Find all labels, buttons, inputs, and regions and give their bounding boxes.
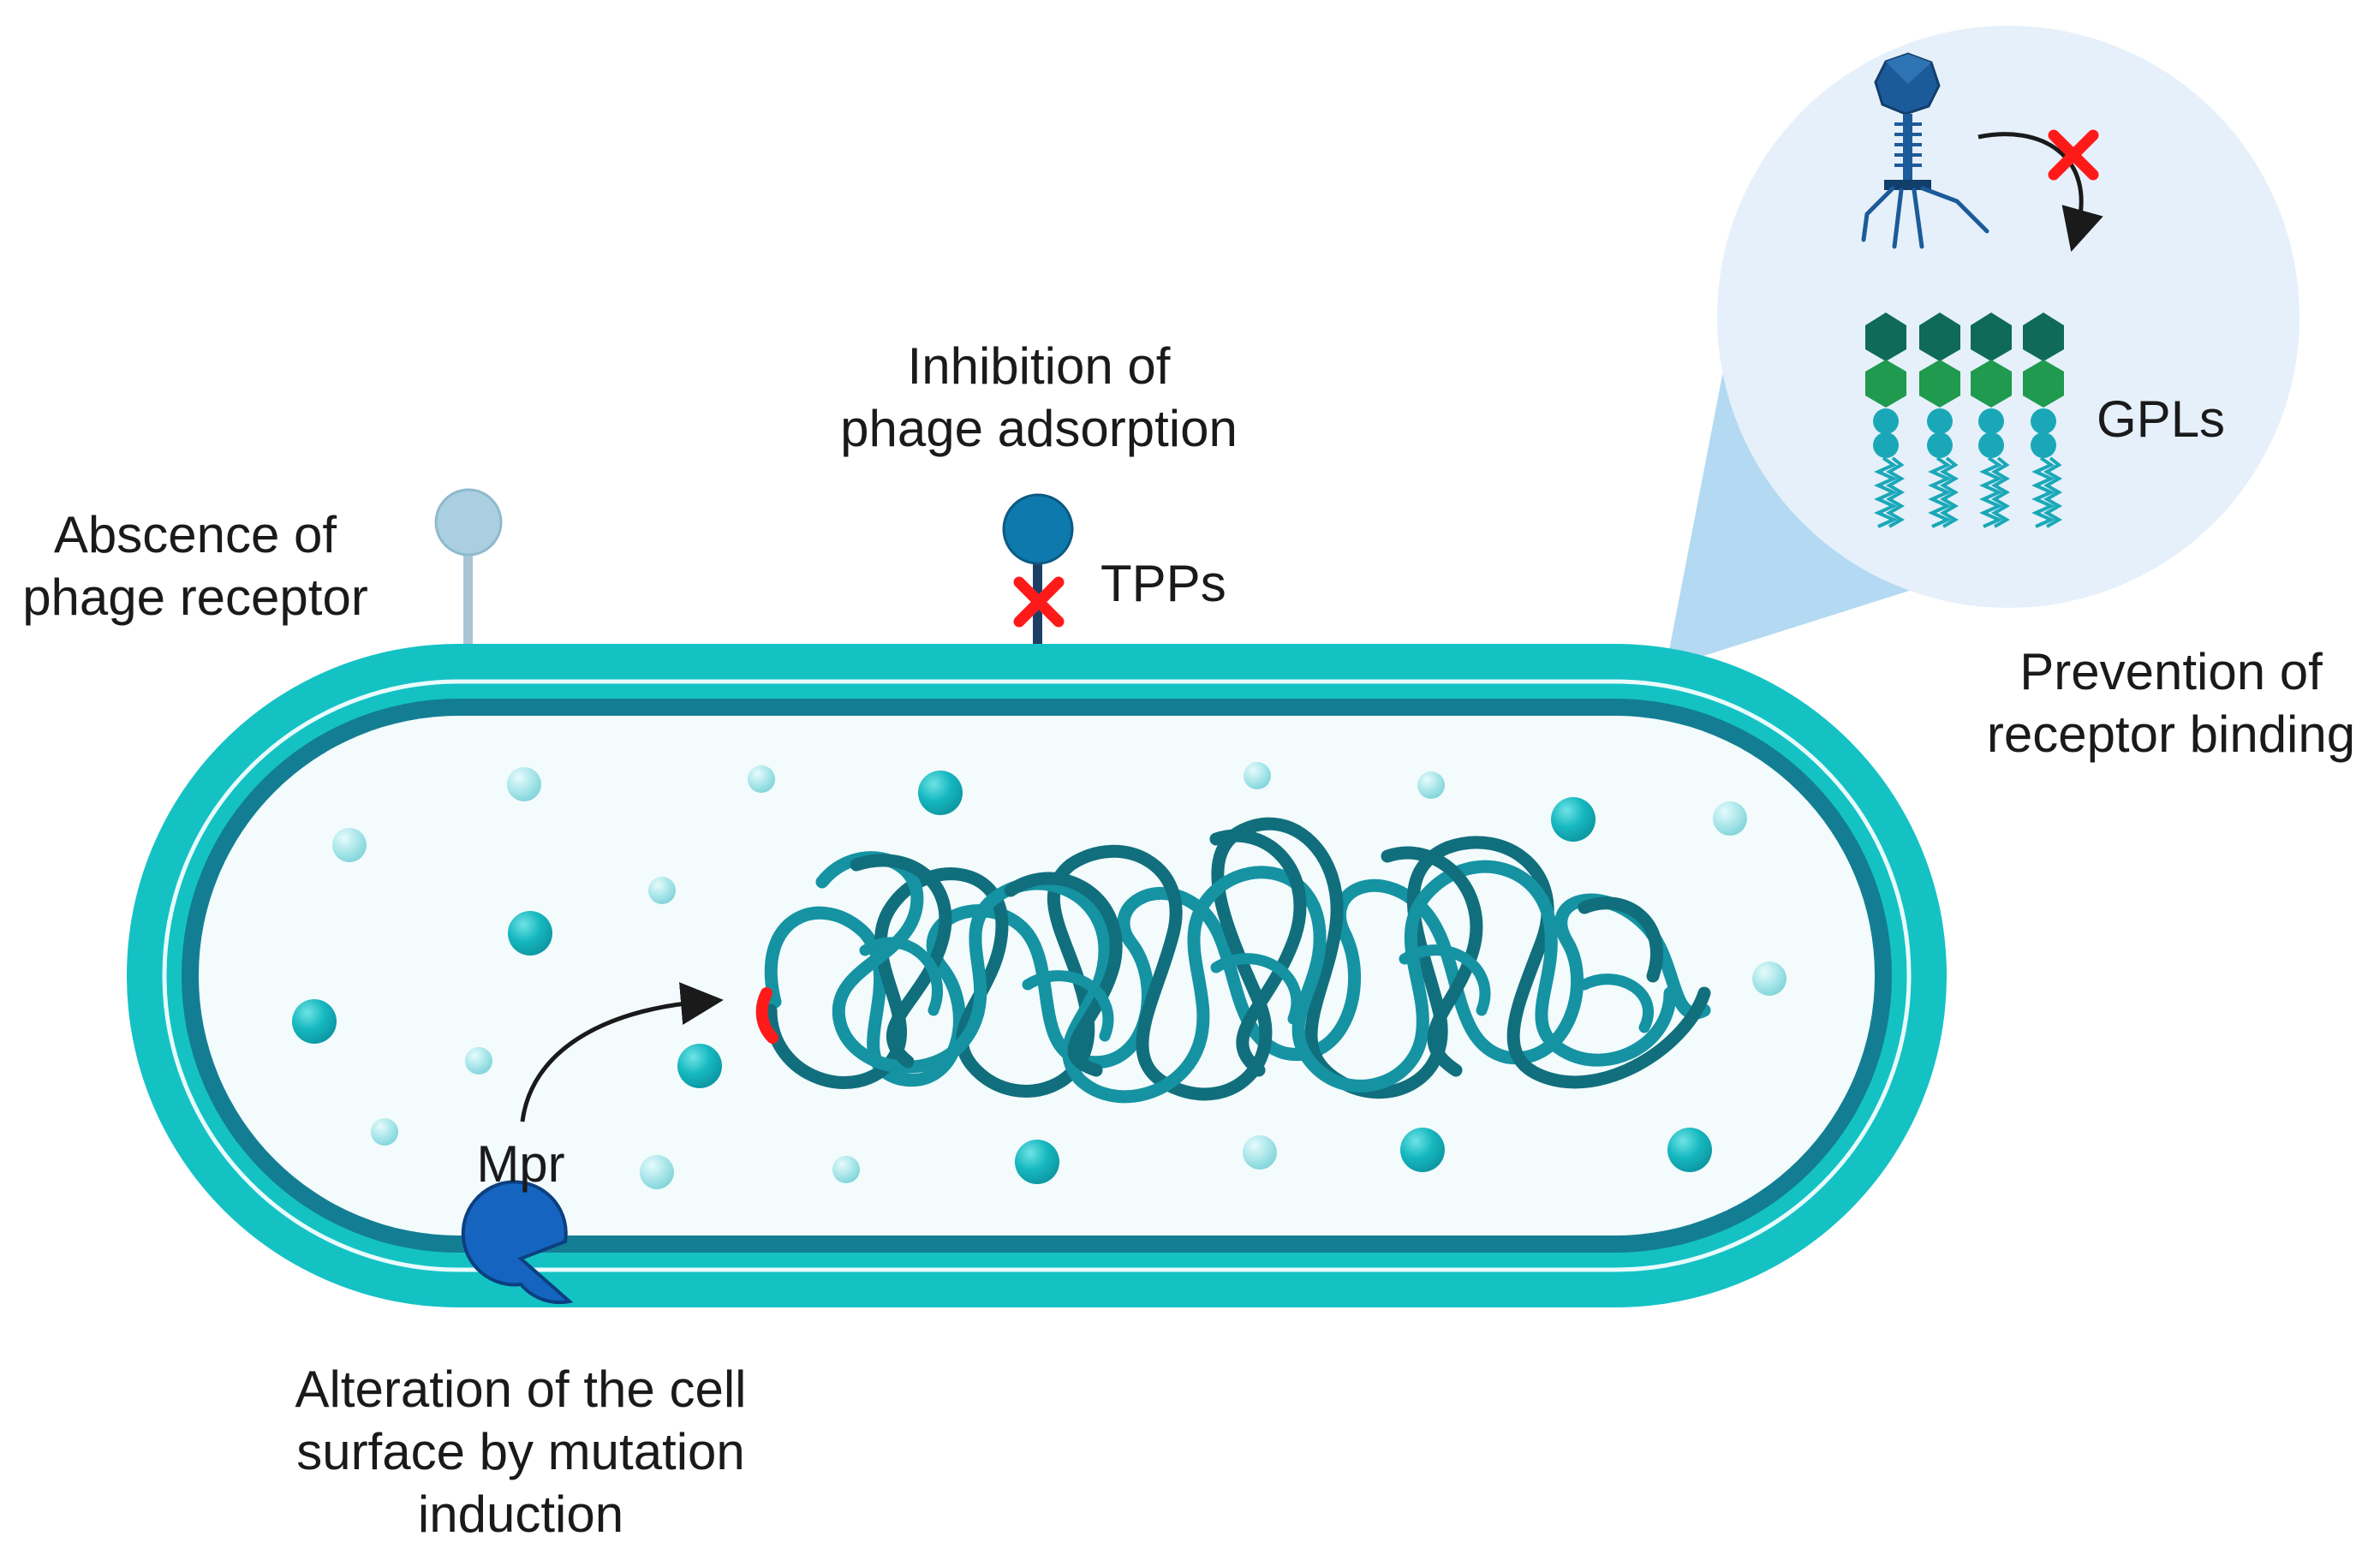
particle [371,1118,398,1146]
gpl-sugar [1919,360,1960,408]
alteration-label-line3: induction [418,1486,623,1543]
gpl-amino-acid [1927,432,1953,458]
nucleoid-dna [764,817,1711,1104]
particle [1243,1135,1277,1170]
gpl-amino-acid [1873,432,1899,458]
tpps-label: TPPs [1101,555,1226,612]
particle [1752,962,1786,996]
particle [508,911,552,956]
cytoplasm-particles [292,762,1786,1189]
dna-strand [764,817,1711,1101]
mutation-site-marker [755,987,778,1044]
gpl-amino-acid [2031,432,2056,458]
prevention-label-line1: Prevention of [2019,643,2323,700]
particle [465,1047,492,1075]
mpr-arrow [520,982,724,1122]
dna-strand [815,851,1677,1104]
gpl-lipid-tail [1874,456,1898,528]
gpls-label: GPLs [2097,390,2225,448]
prevention-label-line2: receptor binding [1987,706,2355,763]
absent-receptor [434,488,503,651]
particle [1417,771,1445,799]
gpl-amino-acid [2031,408,2056,434]
particle [640,1155,674,1189]
alteration-label-line1: Alteration of the cell [295,1360,747,1418]
gpl-lipid-tail [2043,456,2063,528]
dna-strand [850,829,1663,1077]
gpl-amino-acid [1978,432,2004,458]
gpl-lipid-tail [1939,456,1959,528]
phage-tail [1903,114,1912,182]
mpr-protein [461,1180,574,1305]
gpl-lipid-tail [1928,456,1952,528]
gpl-lipid-tail [1979,456,2003,528]
particle [677,1044,722,1088]
particle [1551,797,1596,842]
particle [1400,1128,1445,1172]
particle [648,877,676,904]
tpp-block-mark [1013,576,1065,628]
dna-strand [859,937,1655,1042]
gpl-sugar [2023,360,2064,408]
zoom-bubble [1717,26,2299,608]
gpl-sugar [2023,313,2064,361]
outer-membrane-line [162,679,1912,1272]
gpl-sugar [1865,360,1906,408]
gpl-amino-acid [1978,408,2004,434]
tpp-receptor-head [1002,493,1074,565]
blocked-binding-arrow [1977,132,2103,253]
inhibition-label-line2: phage adsorption [840,400,1238,457]
alteration-label-line2: surface by mutation [296,1423,745,1480]
particle [1667,1128,1712,1172]
particle [1015,1140,1059,1184]
dna-strand [764,878,1711,1087]
gpl-amino-acid [1873,408,1899,434]
gpl-lipid-tail [1885,456,1906,528]
gpl-molecule [2023,313,2064,528]
particle [832,1156,860,1183]
gpl-sugar [1919,313,1960,361]
mpr-label: Mpr [476,1135,564,1193]
particle [292,999,337,1044]
inhibition-label-line1: Inhibition of [908,337,1171,395]
absent-receptor-head [434,488,503,557]
absence-label-line2: phage receptor [22,569,368,626]
phage-capsid-facet [1886,54,1931,84]
particle [1713,801,1747,836]
gpl-sugar [1971,360,2012,408]
phage-tail-sheath [1894,122,1922,167]
particle [332,828,367,862]
particle [918,771,963,815]
absent-receptor-stalk [463,548,473,651]
phage-baseplate [1884,180,1931,190]
tpp-receptor [1002,493,1074,651]
particle [1244,762,1271,789]
gpl-sugar [1865,313,1906,361]
gpl-molecule [1971,313,2012,528]
gpl-molecules [1865,313,2064,528]
particle [507,767,541,801]
gpl-molecule [1919,313,1960,528]
gpl-lipid-tail [1990,456,2011,528]
particle [748,765,775,793]
gpl-lipid-tail [2031,456,2055,528]
phage-tail-fibers [1861,186,1989,249]
binding-block-mark [2048,129,2099,181]
absence-label-line1: Abscence of [54,506,337,563]
phage-icon [1861,52,1989,249]
gpl-molecule [1865,313,1906,528]
gpl-sugar [1971,313,2012,361]
gpl-amino-acid [1927,408,1953,434]
